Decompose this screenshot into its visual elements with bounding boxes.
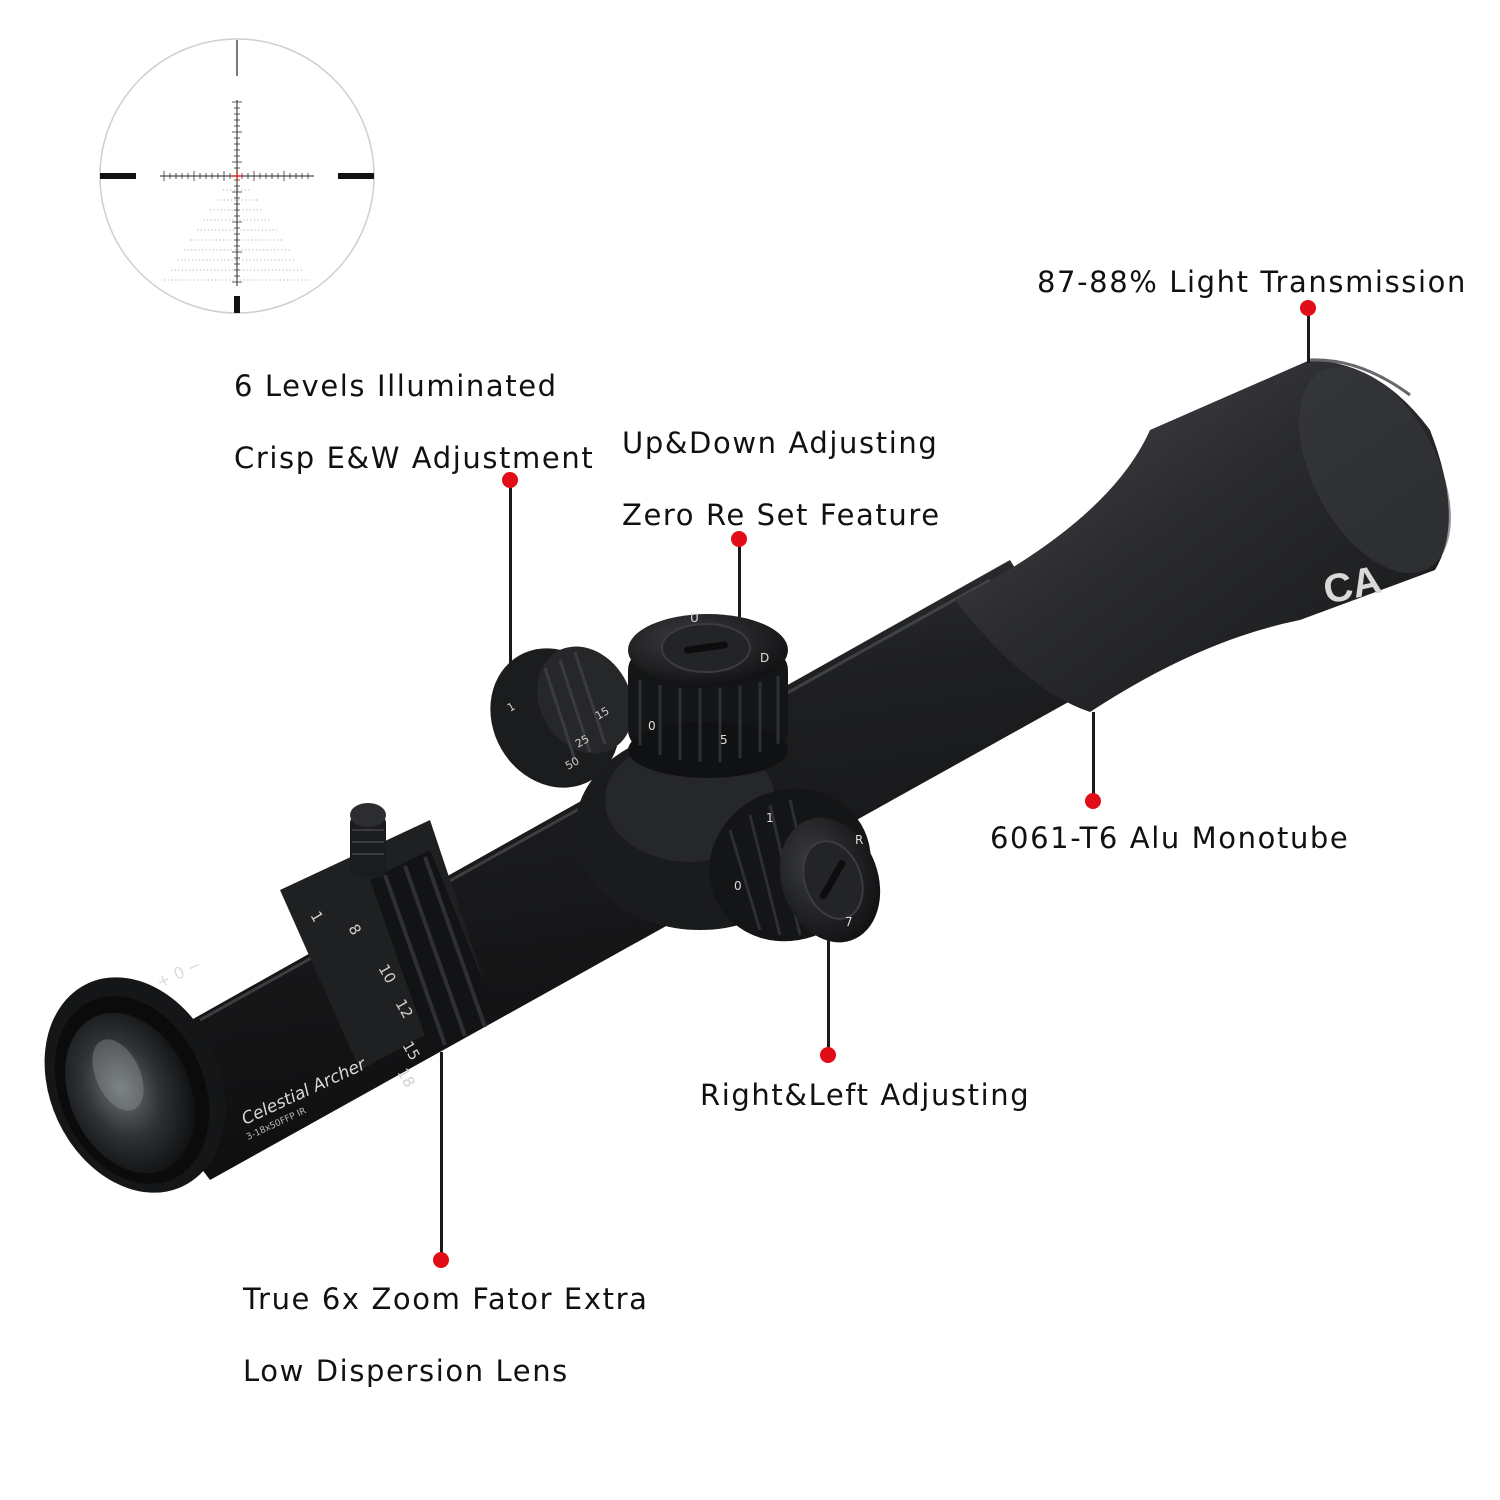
- callout-illumination-line2: Crisp E&W Adjustment: [234, 441, 595, 475]
- callout-zoom-line2: Low Dispersion Lens: [243, 1354, 569, 1388]
- elevation-down-letter: D: [760, 651, 769, 665]
- callout-dot-illumination: [502, 472, 518, 488]
- reticle-view: [99, 38, 375, 314]
- illumination-number: 50: [563, 754, 582, 772]
- leader-illumination: [508, 480, 512, 675]
- callout-windage: Right&Left Adjusting: [700, 1078, 1031, 1112]
- elevation-up-letter: U: [690, 611, 699, 625]
- elevation-turret[interactable]: U D 0 5: [628, 611, 788, 778]
- callout-monotube: 6061-T6 Alu Monotube: [990, 821, 1350, 855]
- callout-dot-light-transmission: [1300, 300, 1316, 316]
- callout-dot-elevation: [731, 531, 747, 547]
- windage-number-0: 0: [734, 879, 742, 893]
- callout-elevation-line2: Zero Re Set Feature: [622, 498, 941, 532]
- callout-zoom-line1: True 6x Zoom Fator Extra: [243, 1282, 649, 1316]
- callout-dot-zoom: [433, 1252, 449, 1268]
- illumination-number: 25: [573, 732, 592, 750]
- windage-turret[interactable]: R 1 0 7: [684, 762, 897, 967]
- illumination-lever[interactable]: [350, 803, 386, 877]
- leader-monotube: [1091, 712, 1095, 802]
- reticle-center-cross: [232, 171, 242, 181]
- windage-number-1: 1: [766, 811, 774, 825]
- leader-light-transmission: [1306, 308, 1310, 363]
- windage-number-7: 7: [845, 915, 853, 929]
- windage-right-letter: R: [855, 833, 863, 847]
- callout-dot-monotube: [1085, 793, 1101, 809]
- elevation-number-5: 5: [720, 733, 728, 747]
- callout-elevation-line1: Up&Down Adjusting: [622, 426, 939, 460]
- leader-zoom: [439, 1052, 443, 1260]
- diopter-marks: + 0 −: [154, 954, 205, 991]
- elevation-number-0: 0: [648, 719, 656, 733]
- illumination-number: 15: [593, 704, 612, 722]
- leader-elevation: [737, 539, 741, 617]
- leader-windage: [826, 940, 830, 1055]
- callout-illumination-line1: 6 Levels Illuminated: [234, 369, 558, 403]
- callout-dot-windage: [820, 1047, 836, 1063]
- callout-light-transmission: 87-88% Light Transmission: [1037, 265, 1467, 299]
- eyepiece: + 0 −: [44, 954, 226, 1193]
